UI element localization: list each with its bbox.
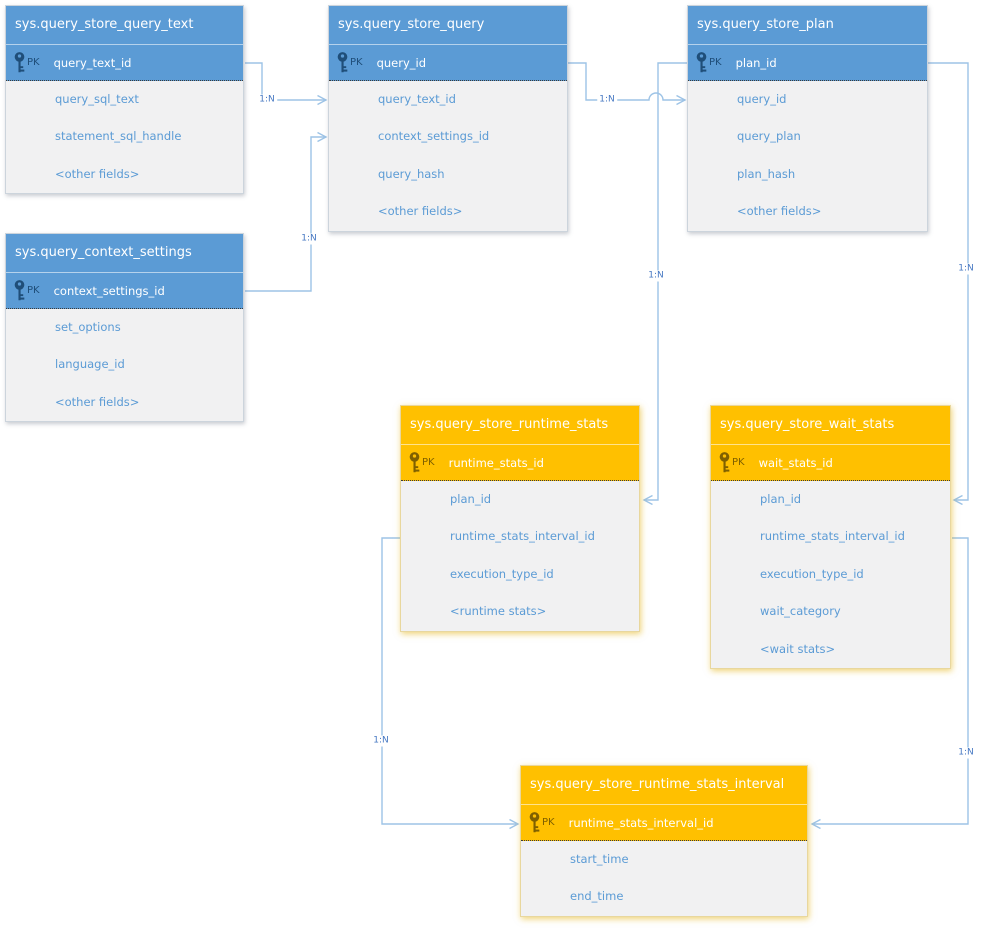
- column-row: execution_type_id: [450, 566, 554, 581]
- table-title: sys.query_context_settings: [6, 234, 243, 272]
- entity-query-store-query-text: sys.query_store_query_text PK query_text…: [5, 5, 244, 195]
- column-list: set_options language_id <other fields>: [6, 309, 243, 421]
- cardinality-label: 1:N: [371, 735, 391, 747]
- column-row: language_id: [55, 357, 125, 372]
- cardinality-label: 1:N: [257, 94, 277, 106]
- pk-tag: PK: [732, 457, 745, 468]
- column-list: start_time end_time: [521, 841, 807, 916]
- key-icon: [14, 280, 25, 301]
- entity-query-store-wait-stats: sys.query_store_wait_stats PK wait_stats…: [710, 405, 951, 669]
- entity-query-context-settings: sys.query_context_settings PK context_se…: [5, 233, 244, 423]
- pk-tag: PK: [27, 57, 40, 68]
- pk-row: PK context_settings_id: [6, 272, 243, 309]
- table-title: sys.query_store_runtime_stats: [401, 406, 639, 444]
- column-row: plan_hash: [737, 166, 796, 181]
- connector-runtimestats-to-interval: [381, 537, 518, 824]
- column-row: <runtime stats>: [450, 604, 547, 619]
- column-row: end_time: [570, 889, 624, 904]
- column-row: query_text_id: [378, 92, 456, 106]
- cardinality-label: 1:N: [299, 233, 319, 245]
- pk-row: PK query_text_id: [6, 44, 243, 81]
- table-title: sys.query_store_query_text: [6, 6, 243, 44]
- pk-column-name: context_settings_id: [53, 283, 165, 298]
- table-title: sys.query_store_plan: [688, 6, 927, 44]
- pk-column-name: plan_id: [735, 55, 777, 70]
- column-row: query_id: [737, 92, 787, 106]
- column-row: context_settings_id: [378, 129, 490, 144]
- table-title: sys.query_store_runtime_stats_interval: [521, 766, 807, 804]
- entity-query-store-runtime-stats: sys.query_store_runtime_stats PK runtime…: [400, 405, 640, 632]
- column-row: set_options: [55, 320, 121, 334]
- column-row: query_sql_text: [55, 92, 139, 106]
- entity-query-store-plan: sys.query_store_plan PK plan_id query_id…: [687, 5, 928, 232]
- key-icon: [719, 452, 730, 473]
- pk-row: PK wait_stats_id: [711, 444, 950, 481]
- column-list: query_id query_plan plan_hash <other fie…: [688, 81, 927, 231]
- pk-row: PK runtime_stats_interval_id: [521, 804, 807, 841]
- pk-tag: PK: [350, 57, 363, 68]
- connector-contextsettings-to-query: [245, 137, 326, 292]
- column-row: execution_type_id: [760, 566, 864, 581]
- pk-tag: PK: [422, 457, 435, 468]
- pk-column-name: runtime_stats_id: [448, 455, 544, 470]
- column-row: wait_category: [760, 604, 841, 619]
- cardinality-label: 1:N: [956, 747, 976, 759]
- key-icon: [14, 52, 25, 73]
- column-row: <other fields>: [378, 204, 463, 219]
- column-row: query_plan: [737, 129, 801, 144]
- column-row: runtime_stats_interval_id: [760, 529, 905, 544]
- column-row: plan_id: [760, 492, 802, 506]
- pk-tag: PK: [709, 57, 722, 68]
- column-list: plan_id runtime_stats_interval_id execut…: [401, 481, 639, 631]
- connector-plan-to-runtimestats: [644, 62, 687, 500]
- key-icon: [529, 812, 540, 833]
- pk-column-name: query_text_id: [53, 55, 132, 70]
- cardinality-label: 1:N: [597, 94, 617, 106]
- pk-row: PK runtime_stats_id: [401, 444, 639, 481]
- cardinality-label: 1:N: [956, 263, 976, 275]
- table-title: sys.query_store_wait_stats: [711, 406, 950, 444]
- pk-tag: PK: [27, 285, 40, 296]
- column-row: query_hash: [378, 166, 445, 181]
- pk-column-name: wait_stats_id: [758, 455, 833, 470]
- entity-query-store-runtime-stats-interval: sys.query_store_runtime_stats_interval P…: [520, 765, 808, 917]
- pk-row: PK plan_id: [688, 44, 927, 81]
- key-icon: [337, 52, 348, 73]
- column-list: query_sql_text statement_sql_handle <oth…: [6, 81, 243, 193]
- pk-row: PK query_id: [329, 44, 567, 81]
- key-icon: [409, 452, 420, 473]
- column-row: statement_sql_handle: [55, 129, 182, 144]
- connector-querytext-to-query: [245, 62, 326, 100]
- column-row: <wait stats>: [760, 641, 836, 656]
- column-row: runtime_stats_interval_id: [450, 529, 595, 544]
- connector-waitstats-to-interval: [812, 537, 969, 824]
- column-row: plan_id: [450, 492, 492, 506]
- pk-column-name: runtime_stats_interval_id: [568, 815, 714, 830]
- column-row: <other fields>: [55, 166, 140, 181]
- table-title: sys.query_store_query: [329, 6, 567, 44]
- column-list: plan_id runtime_stats_interval_id execut…: [711, 481, 950, 668]
- cardinality-label: 1:N: [646, 270, 666, 282]
- entity-query-store-query: sys.query_store_query PK query_id query_…: [328, 5, 568, 232]
- key-icon: [696, 52, 707, 73]
- pk-tag: PK: [542, 817, 555, 828]
- connector-plan-to-waitstats: [928, 62, 969, 500]
- connector-query-to-plan: [568, 62, 685, 100]
- pk-column-name: query_id: [376, 55, 427, 70]
- column-row: <other fields>: [737, 204, 822, 219]
- column-row: start_time: [570, 852, 629, 866]
- column-list: query_text_id context_settings_id query_…: [329, 81, 567, 231]
- column-row: <other fields>: [55, 394, 140, 409]
